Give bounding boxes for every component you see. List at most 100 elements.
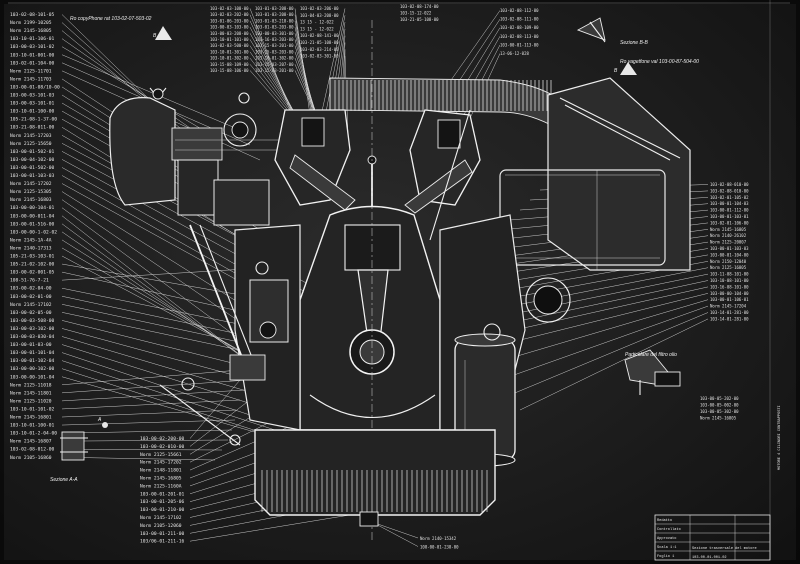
part-number-label: 103-00-01-106-01: [710, 297, 749, 302]
part-number-label: 103-00-03-101-01: [10, 101, 54, 107]
part-number-label: 103-00-00-104-00: [710, 291, 749, 296]
part-number-label: 103-00-01-516-00: [10, 221, 54, 227]
part-number-label: Norm 2145-16805: [700, 416, 737, 421]
svg-text:A: A: [97, 417, 102, 423]
top-part-number-columns: 103-02-03-108-00103-02-03-202-00103-01-0…: [210, 6, 539, 73]
part-number-label: Norm 2145-11801: [10, 390, 52, 396]
leader-line: [61, 54, 241, 131]
leader-line: [509, 312, 709, 396]
part-number-label: 103-10-01-302-00: [210, 56, 249, 61]
leader-line: [499, 305, 709, 381]
part-number-label: Norm 2125-20007: [710, 240, 747, 245]
leader-line: [61, 409, 237, 418]
part-number-label: 103-15-03-203-00: [255, 49, 294, 54]
oil-filter: [439, 214, 526, 467]
part-number-label: 103-10-01-100-01: [10, 423, 54, 429]
part-number-label: Norm 2125-11701: [10, 68, 52, 74]
oil-sump: [254, 429, 496, 527]
part-number-label: 103-10-01-302-00: [255, 56, 294, 61]
part-number-label: Norm 2199-10205: [10, 20, 52, 26]
part-number-label: Norm 2125-15650: [10, 141, 52, 147]
part-number-label: 103-00-00-102-00: [10, 366, 54, 372]
part-number-label: 103-01-03-203-00: [255, 25, 294, 30]
drawing-number: 103-00-01-001-02: [692, 556, 727, 560]
part-number-label: 103-00-01-210-00: [140, 507, 184, 513]
part-number-label: 103-00-01-104-00: [710, 252, 749, 257]
leader-line: [519, 318, 709, 411]
part-number-label: Norm 2140-15342: [420, 536, 457, 541]
part-number-label: 103-10-01-101-02: [10, 406, 54, 412]
side-title-text: MOTORE 4 CILINDRI CONTRAPPOSTI: [778, 405, 782, 470]
part-number-label: 103-00-01-104-03: [710, 201, 749, 206]
part-number-label: 103-00-03-508-00: [10, 318, 54, 324]
part-number-label: 103-15-12-022: [400, 11, 432, 16]
part-number-label: Norm 2145-16807: [10, 439, 52, 445]
part-number-label: 103-02-03-206-00: [300, 6, 339, 11]
part-number-label: 103-00-05-002-00: [700, 403, 739, 408]
part-number-label: Norm 2145-16805: [10, 28, 52, 34]
part-number-label: 103-02-08-012-00: [10, 447, 54, 453]
part-number-label: Norm 2125-15661: [140, 452, 182, 458]
leader-line: [61, 336, 261, 396]
part-number-label: 103-00-01-103-03: [10, 173, 54, 179]
part-number-label: 103/06-01-211-16: [140, 539, 184, 545]
part-number-label: 105-21-02-102-00: [10, 262, 54, 268]
part-number-label: 103-14-01-281-00: [710, 310, 749, 315]
leader-line: [61, 38, 201, 136]
part-number-label: 103-00-01-101-04: [10, 350, 54, 356]
part-number-label: 103-01-03-208-00: [255, 6, 294, 11]
part-number-label: 108-51-76-7-21: [10, 278, 49, 284]
leader-line: [61, 399, 241, 410]
part-number-label: 103-02-08-113-00: [500, 34, 539, 39]
part-number-label: 103-15-03-201-00: [255, 43, 294, 48]
leader-line: [319, 8, 346, 121]
oil-filter-detail-caption: Particolare del filtro olio: [625, 352, 677, 358]
part-number-label: 103-00-01-211-00: [140, 531, 184, 537]
part-number-label: Norm 2150-12040: [710, 259, 747, 264]
part-number-label: 103-02-08-141-00: [300, 33, 339, 38]
part-number-label: Norm 2125-15305: [10, 189, 52, 195]
misc-part-labels: 103-02-08-174-00103-15-12-022103-21-05-1…: [400, 4, 739, 550]
cylinder-heads: [274, 109, 481, 215]
part-number-label: Norm 2125-16805: [710, 265, 747, 270]
leader-line: [61, 379, 249, 394]
leader-line: [61, 439, 229, 442]
part-number-label: 103-00-03-030-04: [10, 334, 54, 340]
part-number-label: Norm 2145-17203: [10, 133, 52, 139]
title-block-row: Approvato: [657, 536, 676, 541]
mounting-struts: [159, 109, 471, 446]
part-number-label: 13 15 - 12-022: [300, 26, 334, 31]
part-number-label: 103-00-03-301-00: [255, 31, 294, 36]
part-number-label: Norm 2148-11801: [140, 468, 182, 474]
section-marker-b-right: B: [614, 62, 637, 75]
part-number-label: Norm 2145-16805: [710, 227, 747, 232]
part-number-label: 103-02-03-500-00: [210, 43, 249, 48]
section-a-a-caption: Sezione A-A: [50, 477, 78, 483]
title-caption: Sezione trasversale del motore: [692, 546, 757, 551]
part-number-label: 103-02-03-301-00: [300, 54, 339, 59]
part-number-label: Norm 2145-17102: [140, 515, 182, 521]
leader-line: [61, 360, 276, 431]
part-number-label: 103-02-01-106-00: [710, 220, 749, 225]
part-number-label: 103-00-03-101-02: [10, 44, 54, 50]
part-number-label: 103-10-01-101-00: [210, 37, 249, 42]
part-number-label: Norm 2145-17204: [710, 304, 747, 309]
leader-line: [61, 448, 223, 451]
part-number-label: 103-02-08-111-00: [500, 17, 539, 22]
leader-line: [371, 521, 419, 539]
leader-line: [323, 15, 346, 123]
part-number-label: 103-00-02-04-00: [10, 286, 52, 292]
part-number-label: 103-16-03-203-00: [255, 37, 294, 42]
part-number-label: 103-00-02-010-00: [140, 444, 184, 450]
leader-line: [61, 14, 151, 101]
part-number-label: 103-00-01-08/10-00: [10, 84, 60, 90]
ribbed-air-duct: [329, 77, 561, 131]
part-number-label: 103-00-02-001-05: [10, 270, 54, 276]
leader-line: [61, 344, 256, 406]
part-number-label: Norm 2140-17313: [10, 245, 52, 251]
part-number-label: 103-00-01-201-01: [140, 491, 184, 497]
part-number-label: 103-15-03-201-00: [255, 68, 294, 73]
